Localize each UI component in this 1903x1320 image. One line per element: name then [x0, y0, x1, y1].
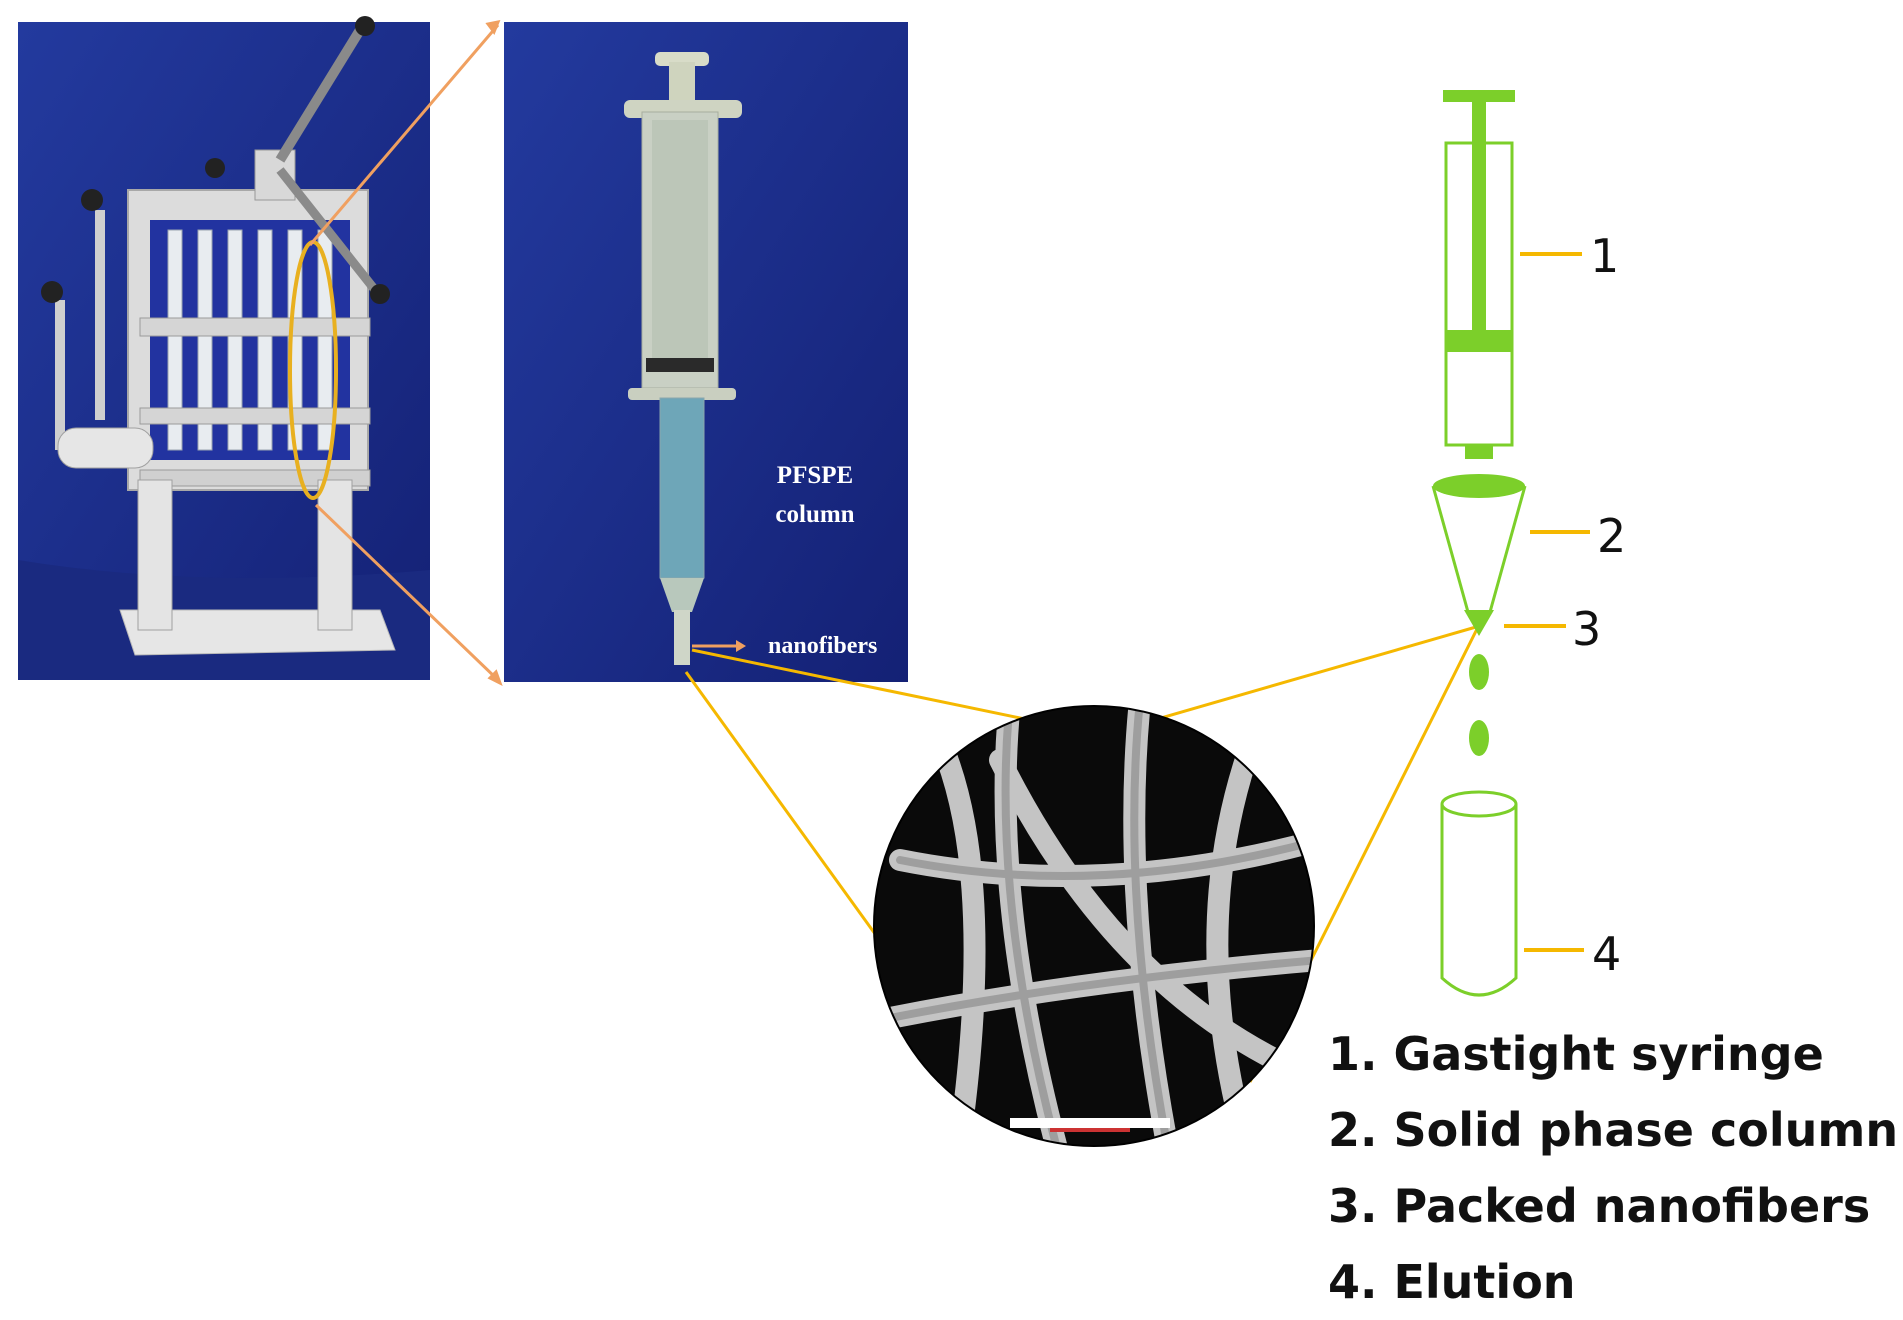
nanofibers-label: nanofibers [768, 633, 877, 659]
legend-item-gastight-syringe: 1. Gastight syringe [1328, 1027, 1824, 1081]
pfspe-label-line1: PFSPE [777, 462, 853, 489]
solid-phase-column-icon [1431, 474, 1527, 614]
zoom-connector-lines [308, 19, 503, 687]
pfspe-label-line2: column [775, 501, 854, 528]
callout-3: 3 [1572, 602, 1601, 656]
apparatus-photo [18, 16, 430, 680]
legend-item-elution: 4. Elution [1328, 1255, 1576, 1309]
elution-tube-icon [1440, 790, 1518, 997]
callout-4: 4 [1592, 927, 1621, 981]
packed-nanofibers-icon [1464, 610, 1494, 636]
pfspe-column-photo: PFSPE column nanofibers [504, 22, 908, 682]
spe-schematic: 1 2 3 4 [1431, 90, 1626, 997]
elution-droplets-icon [1469, 654, 1489, 756]
legend-item-solid-phase-column: 2. Solid phase column [1328, 1103, 1899, 1157]
callout-2: 2 [1597, 509, 1626, 563]
callout-ticks [1504, 252, 1590, 952]
legend-item-packed-nanofibers: 3. Packed nanofibers [1328, 1179, 1871, 1233]
gastight-syringe-icon [1443, 90, 1515, 459]
callout-1: 1 [1590, 229, 1619, 283]
sem-micrograph [873, 705, 1315, 1147]
legend-list: 1. Gastight syringe 2. Solid phase colum… [1328, 1016, 1898, 1320]
